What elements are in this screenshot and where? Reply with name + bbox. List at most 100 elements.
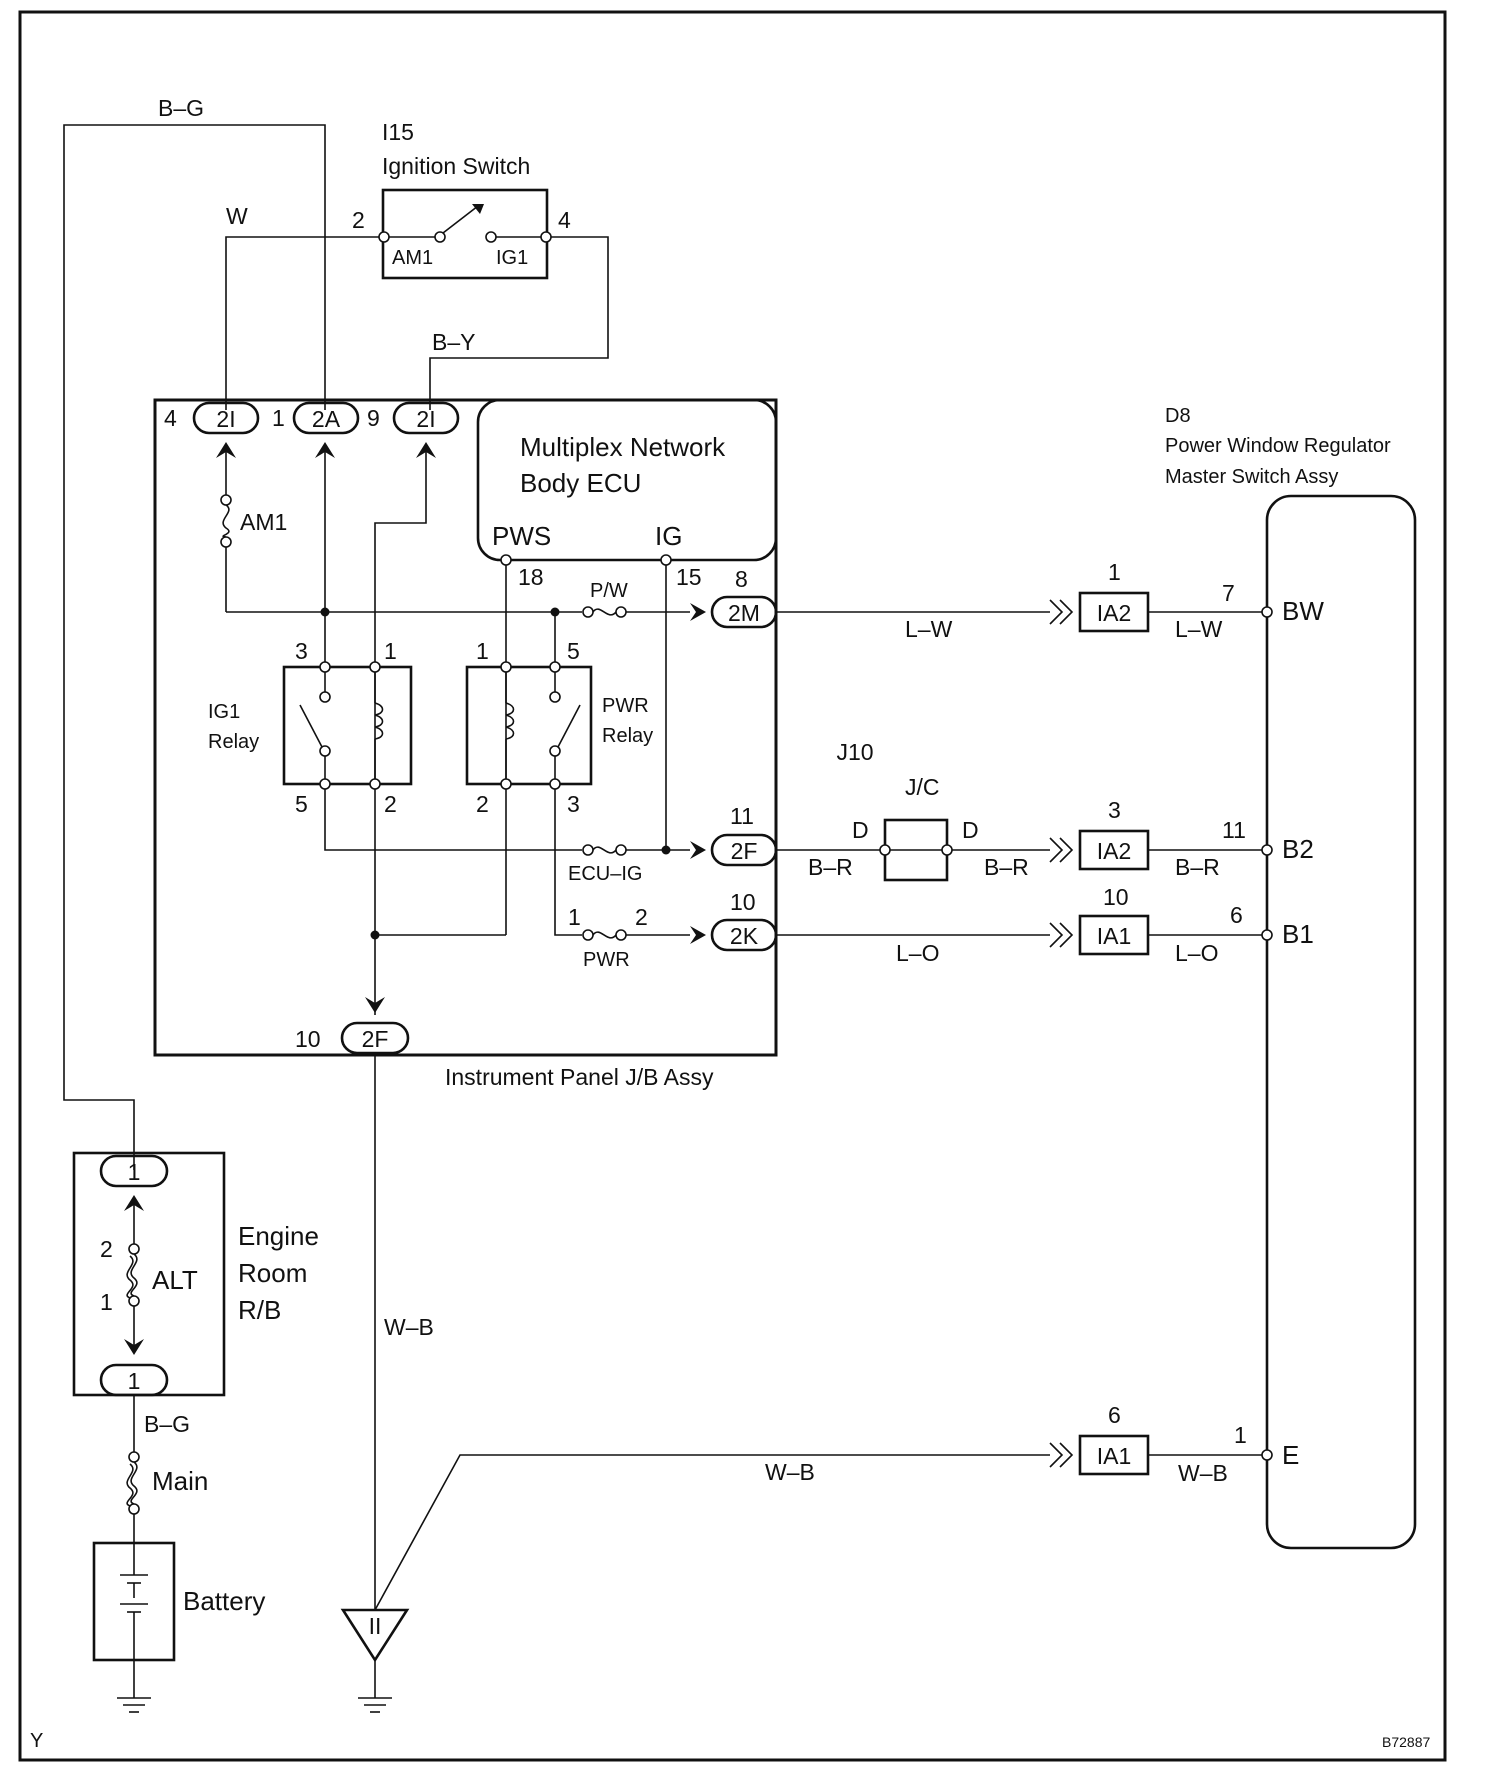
jb-c2f-pin: 11: [730, 803, 754, 829]
fuse-pw-label: P/W: [590, 580, 628, 602]
engine-rb-line1: Engine: [238, 1221, 319, 1251]
corner-left: Y: [30, 1730, 43, 1752]
wire-label-lw-left: L–W: [905, 616, 953, 642]
wire-w: [225, 236, 382, 410]
jb-c2f-label: 2F: [731, 838, 758, 864]
jb-c1-pin: 4: [164, 405, 177, 431]
pwr-relay-p2: 2: [476, 791, 489, 817]
ignition-code: I15: [382, 119, 414, 145]
jb-c2-label: 2A: [312, 406, 341, 432]
fuse-alt: [126, 1253, 138, 1299]
jc-code: J10: [836, 739, 873, 765]
jb-connector-2i-b: [392, 401, 460, 435]
jb-c2k-pin: 10: [730, 889, 756, 915]
ig1-relay-contact: [299, 704, 323, 748]
ms-b2: B2: [1282, 834, 1314, 864]
pwr-relay-line1: PWR: [602, 695, 649, 717]
fuse-pwr: [592, 931, 617, 939]
ignition-terminal-2: [378, 231, 390, 243]
ms-b1-pin: 6: [1230, 902, 1243, 928]
jb-chevron-bottom: [365, 997, 385, 1013]
jb-box: [153, 398, 778, 1057]
jb-c1-label: 2I: [216, 406, 235, 432]
pwr-relay-coil: [505, 702, 515, 740]
fuse-pwr-label: PWR: [583, 949, 630, 971]
fuse-am1-label: AM1: [240, 509, 287, 535]
ignition-term-ig1: IG1: [496, 247, 528, 269]
jb-connector-2a: [292, 401, 360, 435]
inline-ia1-bot-label: IA1: [1097, 1443, 1132, 1469]
inline-arrow-ia1-bot: [1049, 1442, 1074, 1468]
ig1-relay-coil: [374, 702, 384, 740]
corner-right: B72887: [1382, 1734, 1430, 1750]
ignition-name: Ignition Switch: [382, 153, 530, 179]
ignition-switch-blade: [442, 205, 479, 234]
fuse-pw: [592, 608, 617, 616]
wire-wb-horizontal: [374, 1454, 1050, 1611]
inline-ia2-top-pin: 1: [1108, 559, 1121, 585]
ground-mark: II: [369, 1613, 382, 1639]
ignition-pin-left: 2: [352, 207, 365, 233]
ms-code: D8: [1165, 405, 1191, 427]
engine-rb-top-conn: 1: [128, 1159, 141, 1185]
engine-rb-fuse-pin-bot: 1: [100, 1289, 113, 1315]
ecu-pws-pin: 18: [518, 564, 544, 590]
wire-ecu-ig-bus: [324, 789, 582, 851]
jb-connector-2i-a: [192, 401, 260, 435]
jb-chevron-2: [315, 442, 335, 458]
engine-rb-box: [72, 1151, 226, 1397]
ignition-terminal-4: [540, 231, 552, 243]
ig1-relay-line1: IG1: [208, 701, 240, 723]
engine-rb-top-connector: [99, 1154, 169, 1188]
wire-label-w: W: [226, 203, 248, 229]
ig1-relay-p5: 5: [295, 791, 308, 817]
jb-cbot-label: 2F: [362, 1026, 389, 1052]
wire-label-br-2: B–R: [984, 854, 1029, 880]
jc-left: D: [852, 817, 869, 843]
inline-arrow-ia2-top: [1049, 599, 1074, 625]
engine-rb-line2: Room: [238, 1258, 307, 1288]
engine-rb-fuse: ALT: [152, 1265, 198, 1295]
ignition-contact-am1: [434, 231, 446, 243]
main-fuse-label: Main: [152, 1466, 208, 1496]
battery-label: Battery: [183, 1586, 265, 1616]
inline-ia1-mid-label: IA1: [1097, 923, 1132, 949]
wire-label-wb-right: W–B: [1178, 1460, 1228, 1486]
pwr-relay-p1: 1: [476, 638, 489, 664]
jb-c3-label: 2I: [416, 406, 435, 432]
ms-b2-pin: 11: [1222, 817, 1246, 843]
wire-label-lo-right: L–O: [1175, 940, 1218, 966]
ecu-line2: Body ECU: [520, 468, 641, 498]
inline-arrow-ia1-mid: [1049, 922, 1074, 948]
engine-rb-bot-conn: 1: [128, 1368, 141, 1394]
jb-cbot-pin: 10: [295, 1026, 321, 1052]
outer-frame: [18, 10, 1447, 1762]
ig1-relay-line2: Relay: [208, 731, 259, 753]
ecu-ig-pin: 15: [676, 564, 702, 590]
fuse-am1: [222, 504, 230, 538]
ms-e: E: [1282, 1440, 1299, 1470]
ms-box: [1265, 494, 1417, 1550]
inline-ia2-top-label: IA2: [1097, 600, 1132, 626]
jc-right: D: [962, 817, 979, 843]
ecu-ig-terminal: [660, 554, 672, 566]
jb-c2k-label: 2K: [730, 923, 759, 949]
ms-line2: Master Switch Assy: [1165, 466, 1338, 488]
wire-bg-top: [63, 124, 326, 1170]
engine-rb-fuse-pin-top: 2: [100, 1236, 113, 1262]
jb-c2m-label: 2M: [728, 600, 760, 626]
ground-point: [340, 1608, 410, 1663]
wire-label-lo-left: L–O: [896, 940, 939, 966]
ecu-ig: IG: [655, 521, 682, 551]
inline-arrow-ia2-mid: [1049, 837, 1074, 863]
fuse-pwr-pin2: 2: [635, 904, 648, 930]
pwr-relay-contact: [557, 704, 581, 748]
ms-bw: BW: [1282, 596, 1324, 626]
wire-pwr: [554, 789, 582, 936]
ms-b1: B1: [1282, 919, 1314, 949]
wire-label-bg-top: B–G: [158, 95, 204, 121]
pwr-relay-p3: 3: [567, 791, 580, 817]
inline-ia1-mid-pin: 10: [1103, 884, 1129, 910]
fuse-main: [126, 1461, 138, 1507]
wire-by: [429, 236, 609, 410]
